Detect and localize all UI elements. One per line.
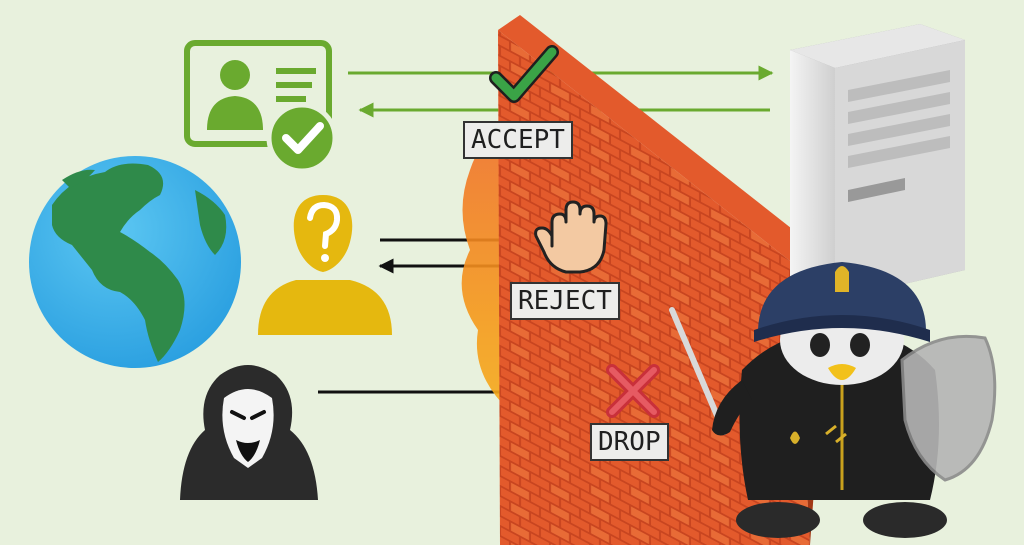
reject-label: REJECT <box>510 282 620 320</box>
drop-label: DROP <box>590 423 669 461</box>
check-mark-icon <box>489 45 559 103</box>
raised-hand-icon <box>534 200 608 274</box>
id-card-check-icon <box>184 40 338 174</box>
question-user-icon <box>258 195 392 335</box>
accept-label: ACCEPT <box>463 121 573 159</box>
penguin-guard-icon <box>669 262 997 538</box>
x-mark-icon <box>606 364 660 418</box>
hooded-masked-figure-icon <box>180 365 318 500</box>
globe-icon <box>29 156 241 368</box>
server-tower-icon <box>790 24 965 300</box>
